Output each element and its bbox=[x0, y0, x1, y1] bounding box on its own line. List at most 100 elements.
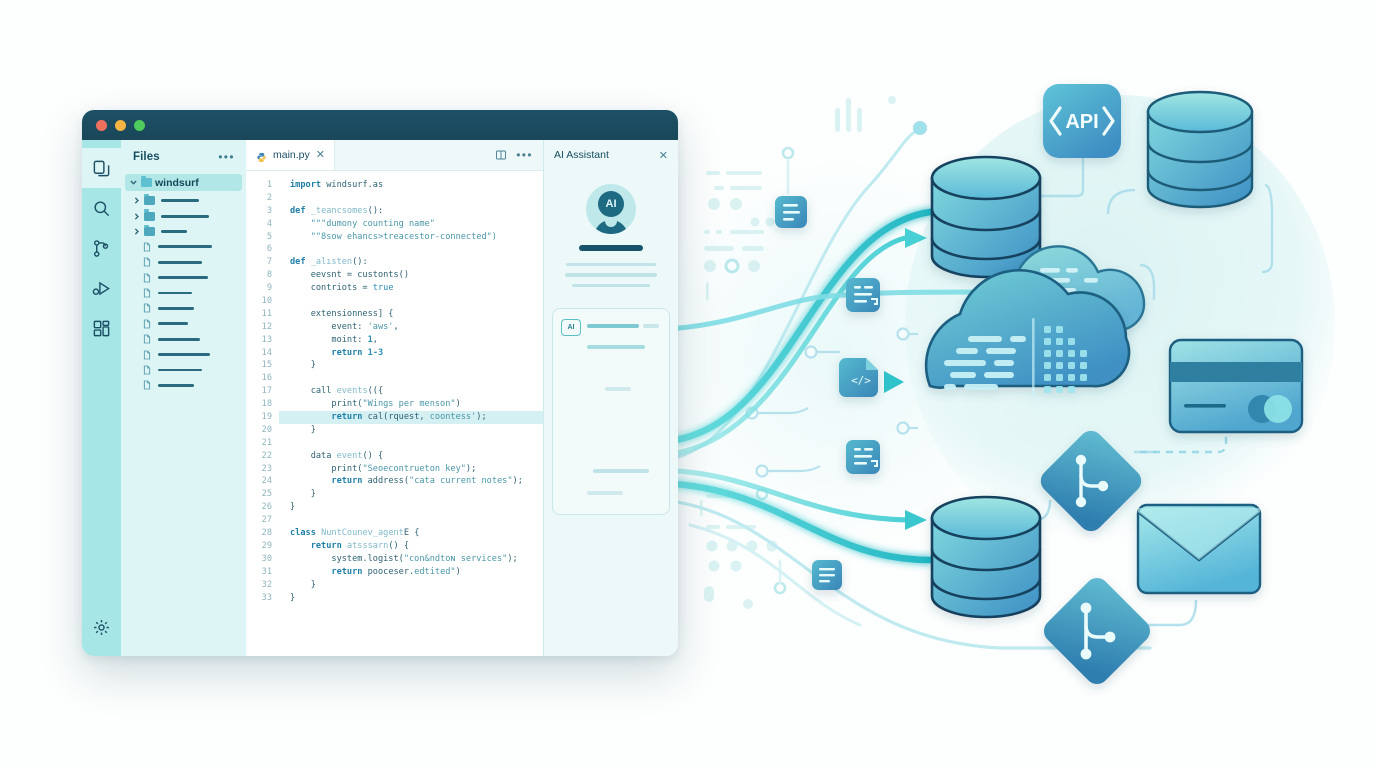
avatar-label: AI bbox=[598, 191, 624, 217]
folder-icon bbox=[144, 224, 155, 236]
line-number: 8 bbox=[266, 270, 272, 281]
tree-folder-row[interactable] bbox=[121, 193, 246, 208]
line-number: 33 bbox=[261, 592, 272, 603]
assistant-close-icon[interactable]: ✕ bbox=[658, 149, 668, 162]
file-icon bbox=[143, 288, 151, 298]
line-number: 24 bbox=[261, 476, 272, 487]
assistant-suggestion-card[interactable]: AI bbox=[552, 308, 670, 516]
code-line: contriots = true bbox=[290, 283, 394, 294]
file-name-placeholder bbox=[158, 260, 202, 264]
code-line bbox=[290, 437, 543, 450]
line-number: 26 bbox=[261, 502, 272, 513]
card-line bbox=[587, 345, 645, 349]
tree-file-row[interactable] bbox=[121, 316, 246, 331]
file-name-placeholder bbox=[158, 368, 202, 372]
code-line bbox=[290, 514, 543, 527]
line-number: 32 bbox=[261, 579, 272, 590]
assistant-text-placeholders bbox=[544, 262, 678, 295]
tree-folder-row[interactable] bbox=[121, 224, 246, 239]
editor-more-button[interactable]: ••• bbox=[516, 148, 533, 162]
api-badge: API bbox=[1043, 84, 1121, 158]
code-line bbox=[290, 295, 543, 308]
avatar-body bbox=[594, 220, 628, 234]
tree-file-row[interactable] bbox=[121, 332, 246, 347]
minimize-traffic-light[interactable] bbox=[115, 119, 126, 131]
file-name-placeholder bbox=[158, 245, 212, 249]
line-number: 30 bbox=[261, 553, 272, 564]
code-line: print("Seoecontrueton key"); bbox=[290, 463, 477, 474]
line-number: 1 bbox=[266, 180, 272, 190]
chevron-right-icon bbox=[132, 227, 141, 236]
sidebar-item-run-debug[interactable] bbox=[82, 268, 121, 308]
folder-name-placeholder bbox=[161, 199, 199, 203]
doc-icon-3 bbox=[846, 440, 880, 474]
search-icon bbox=[92, 199, 111, 218]
tab-label: main.py bbox=[273, 149, 310, 161]
chevron-right-icon bbox=[132, 212, 141, 221]
code-line: call events(({ bbox=[290, 386, 384, 397]
tree-root-windsurf[interactable]: windsurf bbox=[125, 174, 242, 191]
avatar: AI bbox=[586, 184, 636, 234]
close-traffic-light[interactable] bbox=[96, 119, 107, 131]
sidebar-item-search[interactable] bbox=[82, 188, 121, 228]
maximize-traffic-light[interactable] bbox=[134, 119, 145, 131]
sidebar-item-source-control[interactable] bbox=[82, 228, 121, 268]
tree-file-row[interactable] bbox=[121, 347, 246, 362]
activity-bar bbox=[82, 140, 121, 656]
file-name-placeholder bbox=[158, 353, 210, 357]
close-icon[interactable]: ✕ bbox=[315, 148, 325, 161]
sidebar-item-files[interactable] bbox=[82, 148, 121, 188]
code-line: return pooceser.edtited") bbox=[331, 566, 461, 577]
folder-icon bbox=[144, 209, 155, 221]
line-number: 31 bbox=[261, 566, 272, 577]
git-node-upper bbox=[1040, 430, 1142, 532]
tab-main-py[interactable]: main.py ✕ bbox=[246, 140, 335, 170]
tree-file-row[interactable] bbox=[121, 255, 246, 270]
ai-assistant-panel: AI Assistant ✕ AI AI bbox=[543, 140, 678, 656]
decoration-dots-upper bbox=[704, 96, 896, 300]
card-line bbox=[593, 469, 649, 473]
tree-folder-row[interactable] bbox=[121, 208, 246, 223]
tree-root-label: windsurf bbox=[155, 176, 199, 189]
folder-icon bbox=[144, 193, 155, 206]
tree-file-row[interactable] bbox=[121, 362, 246, 377]
tree-file-row[interactable] bbox=[121, 270, 246, 285]
code-line: system.logist("con&ndtoɴ services"); bbox=[290, 553, 518, 564]
code-line: return cal(rquest, coontess'); bbox=[279, 411, 543, 424]
code-line: } bbox=[290, 579, 316, 590]
card-line bbox=[587, 491, 623, 495]
run-debug-icon bbox=[92, 279, 111, 298]
code-line: extensionness] { bbox=[290, 308, 394, 319]
line-number: 11 bbox=[261, 308, 272, 319]
file-icon bbox=[143, 350, 151, 360]
line-number: 23 bbox=[261, 463, 272, 474]
file-name-placeholder bbox=[158, 383, 194, 387]
tree-file-row[interactable] bbox=[121, 378, 246, 393]
tree-file-row[interactable] bbox=[121, 301, 246, 316]
assistant-text-placeholder bbox=[572, 283, 650, 288]
tree-file-row[interactable] bbox=[121, 285, 246, 300]
svg-text:</>: </> bbox=[851, 374, 871, 387]
sidebar-item-settings[interactable] bbox=[82, 618, 121, 642]
line-number: 7 bbox=[266, 257, 272, 268]
line-number: 25 bbox=[261, 489, 272, 500]
split-editor-icon[interactable] bbox=[495, 149, 507, 161]
explorer-title: Files bbox=[133, 151, 160, 163]
sidebar-item-extensions[interactable] bbox=[82, 308, 121, 348]
python-icon bbox=[256, 150, 267, 162]
tab-bar-spacer bbox=[335, 140, 495, 170]
line-number: 6 bbox=[266, 244, 272, 255]
explorer-more-button[interactable]: ••• bbox=[218, 150, 235, 164]
file-icon bbox=[143, 242, 151, 252]
file-icon bbox=[143, 303, 151, 313]
cloud-main bbox=[924, 269, 1131, 396]
code-line: } bbox=[290, 592, 296, 603]
extensions-icon bbox=[92, 319, 111, 338]
source-control-icon bbox=[92, 239, 111, 258]
tree-file-row[interactable] bbox=[121, 239, 246, 254]
line-number: 18 bbox=[261, 399, 272, 410]
file-name-placeholder bbox=[158, 322, 188, 326]
